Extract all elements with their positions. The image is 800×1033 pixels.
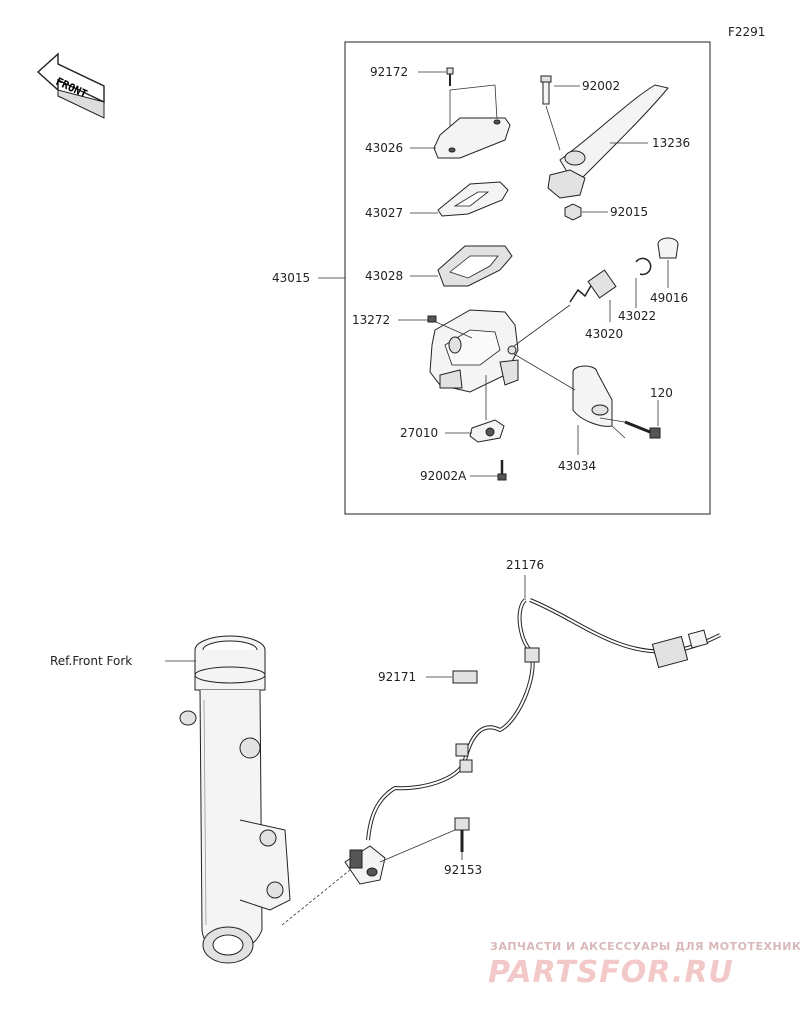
watermark-text-line1: ЗАПЧАСТИ И АКСЕССУАРЫ ДЛЯ МОТОТЕХНИКИ (490, 940, 800, 953)
label-13272: 13272 (352, 313, 390, 327)
part-43026-reservoir-cap (433, 117, 511, 159)
front-arrow-icon: FRONT (36, 52, 105, 119)
part-49016-boot (657, 237, 679, 259)
part-43027-plate (437, 181, 509, 217)
label-43022: 43022 (618, 309, 656, 323)
part-43028-diaphragm (437, 245, 513, 287)
watermark-logo: PARTSFOR.RU (488, 955, 734, 990)
part-92002A-screw (497, 460, 507, 481)
part-92002-bolt (540, 75, 552, 105)
label-92002: 92002 (582, 79, 620, 93)
label-43034: 43034 (558, 459, 596, 473)
label-43026: 43026 (365, 141, 403, 155)
front-fork-outer-tube (179, 635, 291, 964)
label-43028: 43028 (365, 269, 403, 283)
part-27010-switch (469, 419, 505, 443)
part-13236-brake-lever (547, 84, 669, 199)
label-92171: 92171 (378, 670, 416, 684)
part-43020-piston-kit (569, 269, 617, 303)
label-43020: 43020 (585, 327, 623, 341)
part-92015-nut (564, 203, 582, 221)
part-92171-clamp (452, 670, 478, 684)
part-92172-screw (446, 67, 454, 86)
part-43022-circlip (635, 257, 652, 276)
label-92153: 92153 (444, 863, 482, 877)
part-120-bolt (624, 420, 661, 439)
label-43027: 43027 (365, 206, 403, 220)
ref-front-fork-label: Ref.Front Fork (50, 654, 132, 668)
group-label: 43015 (272, 271, 310, 285)
label-92002A: 92002A (420, 469, 467, 483)
master-cylinder-body (429, 309, 519, 393)
label-92015: 92015 (610, 205, 648, 219)
part-21176-abs-sensor-cable (344, 598, 721, 885)
part-13272-screw (427, 315, 437, 323)
label-13236: 13236 (652, 136, 690, 150)
diagram-code: F2291 (728, 25, 765, 39)
label-92172: 92172 (370, 65, 408, 79)
label-27010: 27010 (400, 426, 438, 440)
part-92153-bolt (454, 817, 470, 852)
label-120: 120 (650, 386, 673, 400)
label-21176: 21176 (506, 558, 544, 572)
label-49016: 49016 (650, 291, 688, 305)
part-43034-clamp (572, 365, 613, 427)
